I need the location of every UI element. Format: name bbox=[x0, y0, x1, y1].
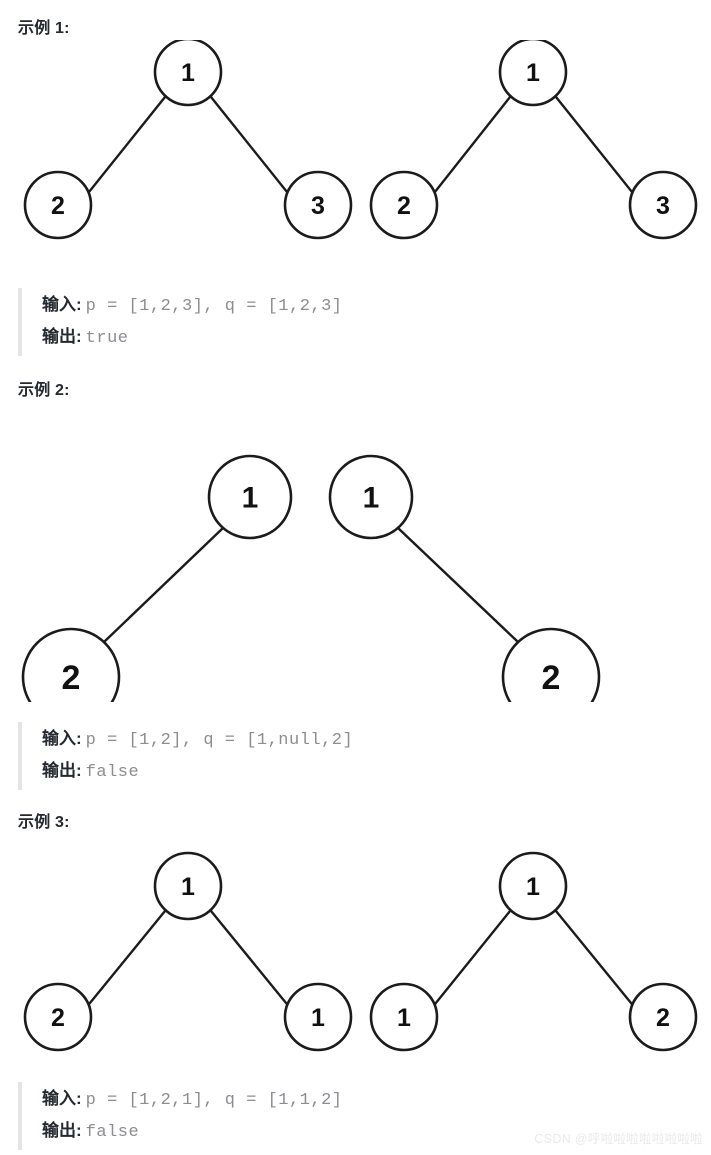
tree-node-root-label: 1 bbox=[181, 873, 195, 901]
io-block-2: 输入:p = [1,2], q = [1,null,2] 输出:false bbox=[18, 722, 353, 790]
io-output-label-2: 输出: bbox=[42, 761, 82, 780]
tree-node-root-label: 1 bbox=[242, 482, 259, 515]
io-input-label-2: 输入: bbox=[42, 729, 82, 748]
tree-node-right bbox=[283, 982, 353, 1052]
tree-q-nodes: 1 2 bbox=[328, 454, 601, 702]
io-input-label-1: 输入: bbox=[42, 295, 82, 314]
edge-root-right bbox=[554, 95, 642, 204]
edge-root-right bbox=[209, 95, 297, 204]
tree-p-nodes: 1 2 1 bbox=[23, 851, 353, 1052]
tree-node-left bbox=[21, 627, 121, 702]
tree-node-left-label: 2 bbox=[397, 192, 411, 220]
example-block-2: 示例 2: 1 2 1 2 bbox=[0, 380, 711, 702]
tree-q-nodes: 1 1 2 bbox=[369, 851, 698, 1052]
io-output-line-3: 输出:false bbox=[42, 1116, 343, 1148]
edge-root-left bbox=[425, 909, 512, 1016]
tree-node-root bbox=[153, 851, 223, 921]
edge-root-left bbox=[79, 909, 167, 1016]
io-block-3: 输入:p = [1,2,1], q = [1,1,2] 输出:false bbox=[18, 1082, 343, 1150]
edge-root-left bbox=[425, 95, 512, 204]
tree-node-root-label: 1 bbox=[181, 59, 195, 87]
tree-q-edges bbox=[425, 909, 642, 1016]
binary-tree-diagram-2: 1 2 1 2 bbox=[21, 454, 601, 702]
tree-figure-1: 1 2 3 1 2 3 bbox=[0, 40, 711, 280]
tree-figure-3: 1 2 1 1 1 2 bbox=[0, 834, 711, 1069]
io-output-value-3: false bbox=[85, 1123, 140, 1142]
tree-node-root bbox=[328, 454, 414, 540]
io-output-label-1: 输出: bbox=[42, 327, 82, 346]
io-input-value-3: p = [1,2,1], q = [1,1,2] bbox=[85, 1091, 343, 1110]
csdn-watermark: CSDN @呼啦啦啦啦啦啦啦啦 bbox=[534, 1132, 703, 1146]
tree-node-root bbox=[498, 851, 568, 921]
tree-node-right bbox=[628, 170, 698, 240]
tree-node-right-label: 1 bbox=[311, 1004, 325, 1032]
tree-p-edges bbox=[79, 95, 297, 204]
tree-p-nodes: 1 2 3 bbox=[23, 40, 353, 240]
edge-root-right bbox=[554, 909, 642, 1016]
io-input-line-1: 输入:p = [1,2,3], q = [1,2,3] bbox=[42, 290, 343, 322]
edge-root-left bbox=[102, 526, 225, 644]
tree-q-nodes: 1 2 3 bbox=[369, 40, 698, 240]
tree-node-root-label: 1 bbox=[526, 873, 540, 901]
tree-node-right bbox=[628, 982, 698, 1052]
tree-q-edges bbox=[396, 526, 520, 644]
tree-node-left bbox=[369, 982, 439, 1052]
tree-p-edges bbox=[79, 909, 297, 1016]
tree-node-left-label: 2 bbox=[62, 659, 81, 697]
tree-node-left-label: 2 bbox=[51, 192, 65, 220]
tree-node-right-label: 3 bbox=[311, 192, 325, 220]
tree-node-root bbox=[153, 40, 223, 107]
example-heading-2: 示例 2: bbox=[18, 382, 70, 399]
io-input-value-1: p = [1,2,3], q = [1,2,3] bbox=[85, 297, 343, 316]
tree-figure-2: 1 2 1 2 bbox=[0, 402, 711, 702]
io-input-value-2: p = [1,2], q = [1,null,2] bbox=[85, 731, 354, 750]
edge-root-left bbox=[79, 95, 167, 204]
tree-node-right-label: 3 bbox=[656, 192, 670, 220]
tree-node-right bbox=[283, 170, 353, 240]
io-input-label-3: 输入: bbox=[42, 1089, 82, 1108]
io-output-label-3: 输出: bbox=[42, 1121, 82, 1140]
binary-tree-diagram-3: 1 2 1 1 1 2 bbox=[23, 851, 698, 1052]
tree-node-right-label: 2 bbox=[656, 1004, 670, 1032]
tree-node-left-label: 1 bbox=[397, 1004, 411, 1032]
tree-node-left-label: 2 bbox=[51, 1004, 65, 1032]
example-heading-3: 示例 3: bbox=[18, 814, 70, 831]
tree-q-edges bbox=[425, 95, 642, 204]
tree-node-root-label: 1 bbox=[363, 482, 380, 515]
tree-node-root bbox=[207, 454, 293, 540]
edge-root-right bbox=[396, 526, 520, 644]
tree-p-edges bbox=[102, 526, 225, 644]
tree-node-root-label: 1 bbox=[526, 59, 540, 87]
example-block-1: 示例 1: 1 2 3 bbox=[0, 18, 711, 280]
binary-tree-diagram-1: 1 2 3 1 2 3 bbox=[23, 40, 698, 240]
io-block-1: 输入:p = [1,2,3], q = [1,2,3] 输出:true bbox=[18, 288, 343, 356]
tree-node-right-label: 2 bbox=[542, 659, 561, 697]
tree-node-left bbox=[369, 170, 439, 240]
tree-node-left bbox=[23, 982, 93, 1052]
tree-node-root bbox=[498, 40, 568, 107]
tree-p-nodes: 1 2 bbox=[21, 454, 293, 702]
io-output-line-2: 输出:false bbox=[42, 756, 353, 788]
example-heading-1: 示例 1: bbox=[18, 20, 70, 37]
io-output-value-1: true bbox=[85, 329, 129, 348]
example-block-3: 示例 3: 1 2 1 bbox=[0, 812, 711, 1069]
tree-node-right bbox=[501, 627, 601, 702]
io-input-line-3: 输入:p = [1,2,1], q = [1,1,2] bbox=[42, 1084, 343, 1116]
tree-node-left bbox=[23, 170, 93, 240]
io-output-line-1: 输出:true bbox=[42, 322, 343, 354]
io-output-value-2: false bbox=[85, 763, 140, 782]
io-input-line-2: 输入:p = [1,2], q = [1,null,2] bbox=[42, 724, 353, 756]
edge-root-right bbox=[209, 909, 297, 1016]
